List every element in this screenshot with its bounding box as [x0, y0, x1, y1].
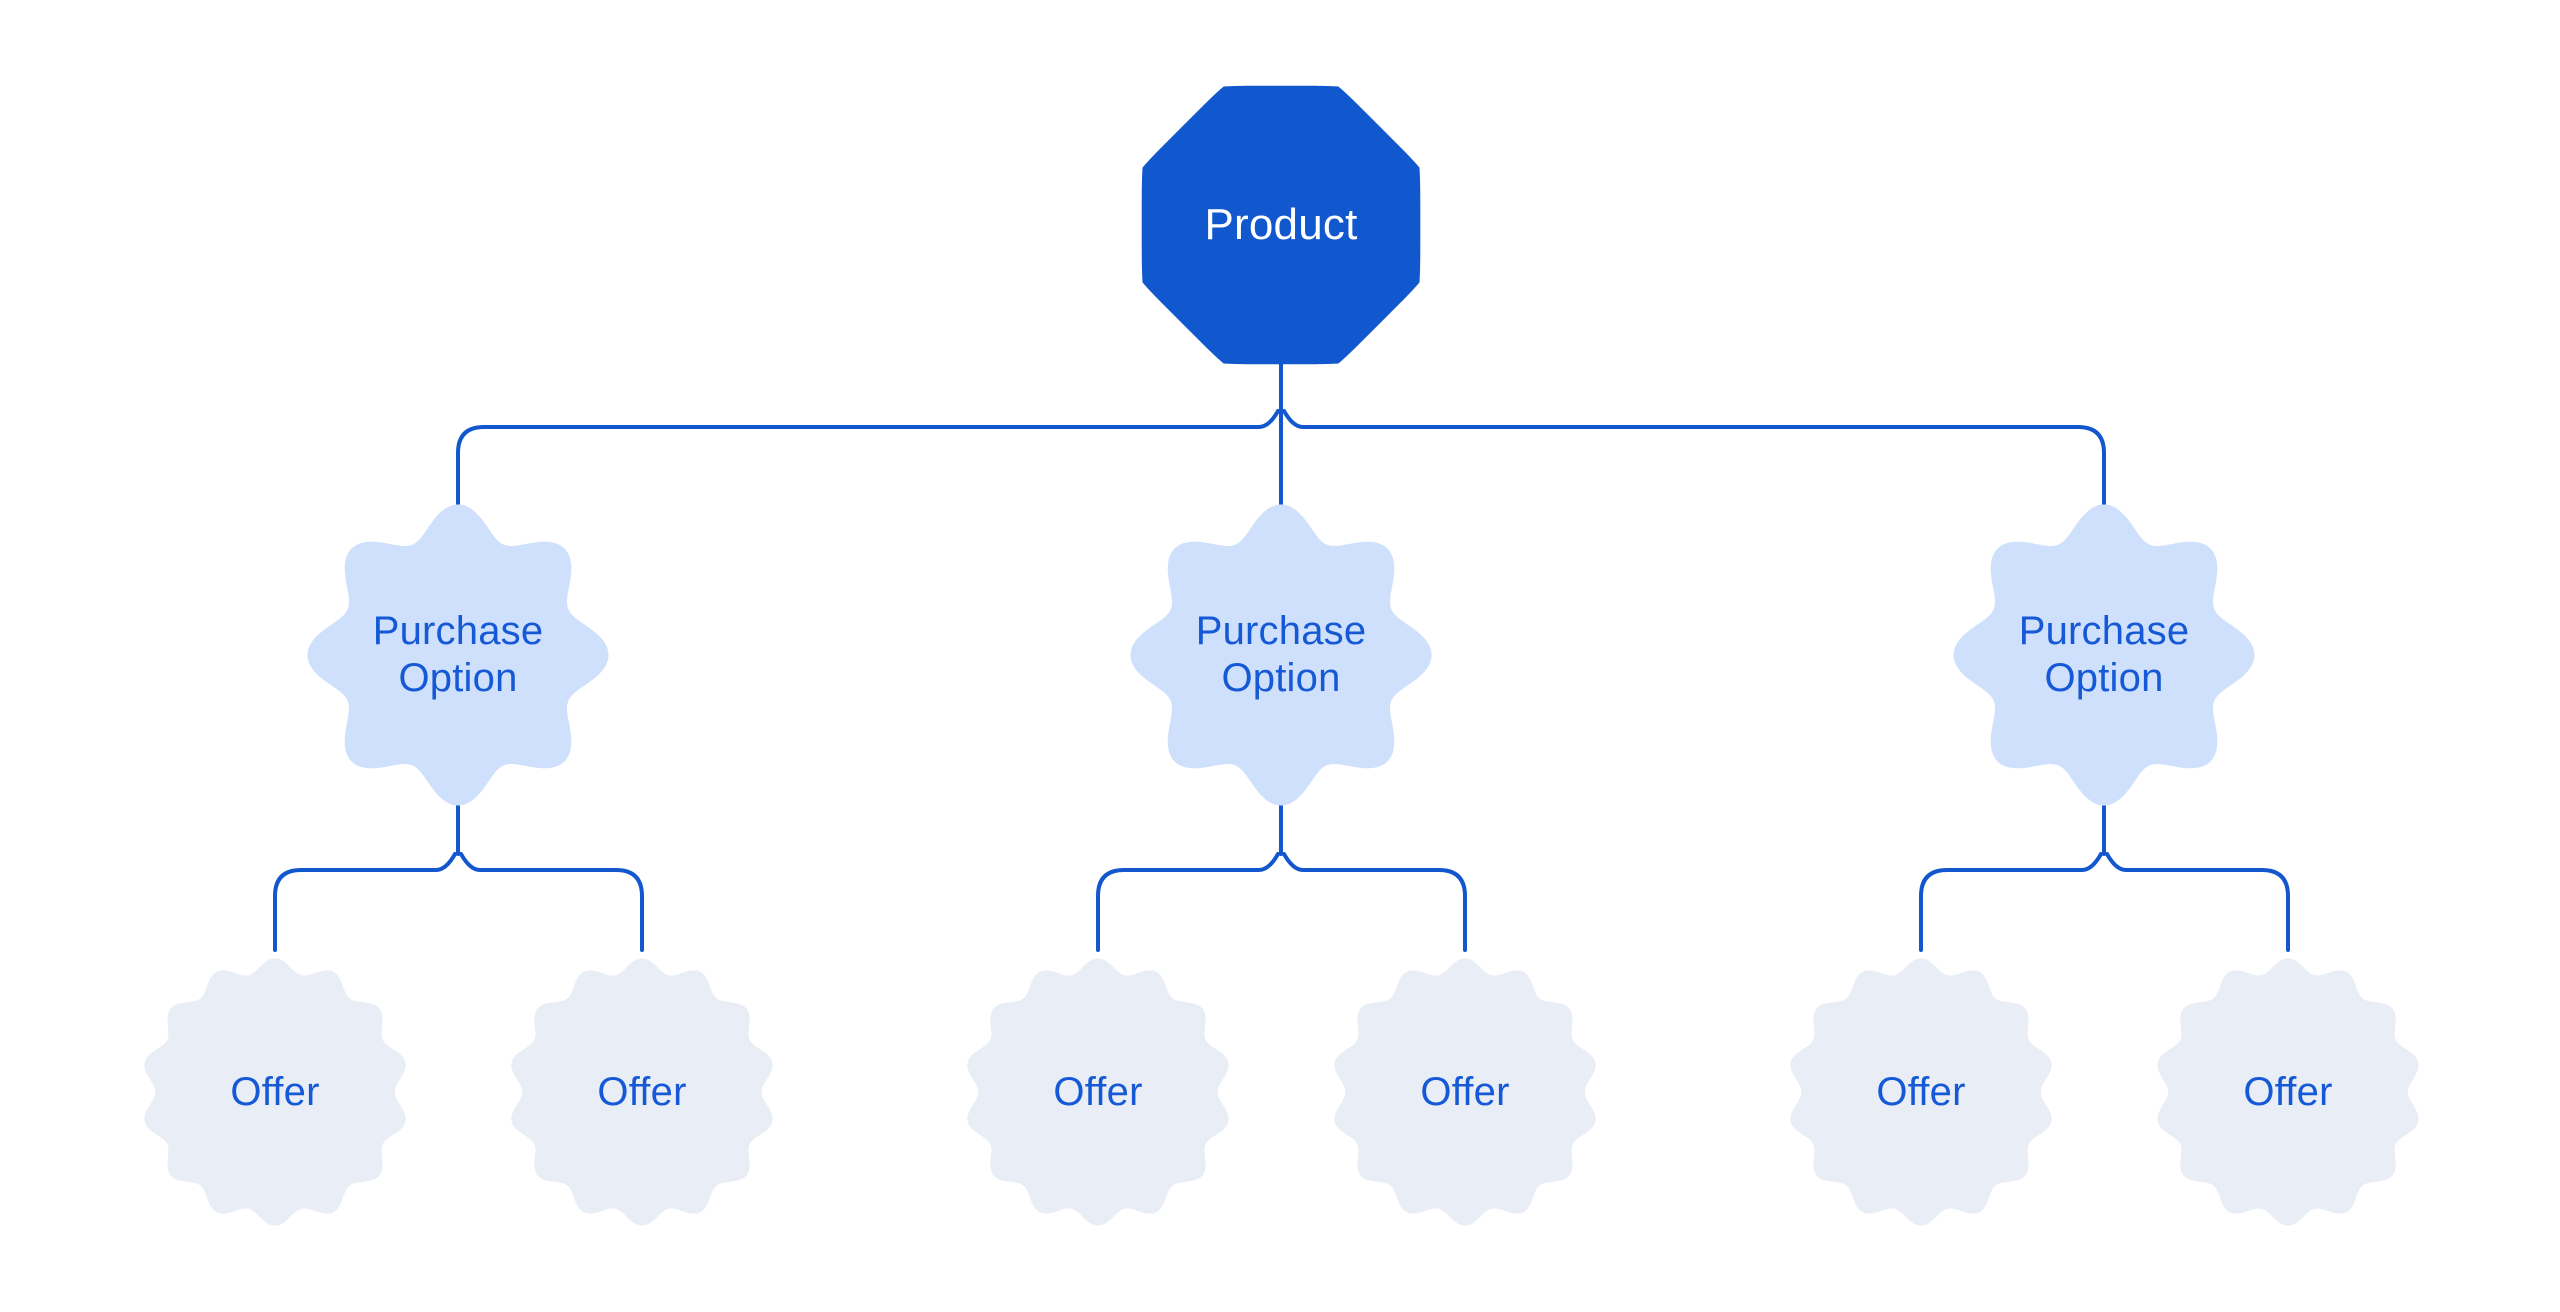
- node-offer-1[interactable]: [144, 958, 406, 1226]
- connectors-layer: [273, 348, 2290, 952]
- node-product[interactable]: [1141, 85, 1421, 365]
- connector-leaf-bus-right-2: [1282, 852, 1467, 952]
- connector-leaf-bus-right-3: [2105, 852, 2290, 952]
- node-offer-2[interactable]: [511, 958, 773, 1226]
- node-purchase-option-2[interactable]: [1130, 504, 1432, 806]
- node-offer-6[interactable]: [2157, 958, 2419, 1226]
- node-offer-5[interactable]: [1790, 958, 2052, 1226]
- connector-leaf-bus-left-3: [1919, 852, 2103, 952]
- connector-leaf-bus-right-1: [459, 852, 644, 952]
- connector-leaf-bus-left-1: [273, 852, 457, 952]
- connector-bus-left: [456, 409, 1280, 522]
- node-offer-4[interactable]: [1334, 958, 1596, 1226]
- node-purchase-option-1[interactable]: [307, 504, 609, 806]
- node-purchase-option-3[interactable]: [1953, 504, 2255, 806]
- node-offer-3[interactable]: [967, 958, 1229, 1226]
- nodes-layer: [144, 85, 2419, 1226]
- connector-bus-right: [1282, 409, 2106, 522]
- connector-leaf-bus-left-2: [1096, 852, 1280, 952]
